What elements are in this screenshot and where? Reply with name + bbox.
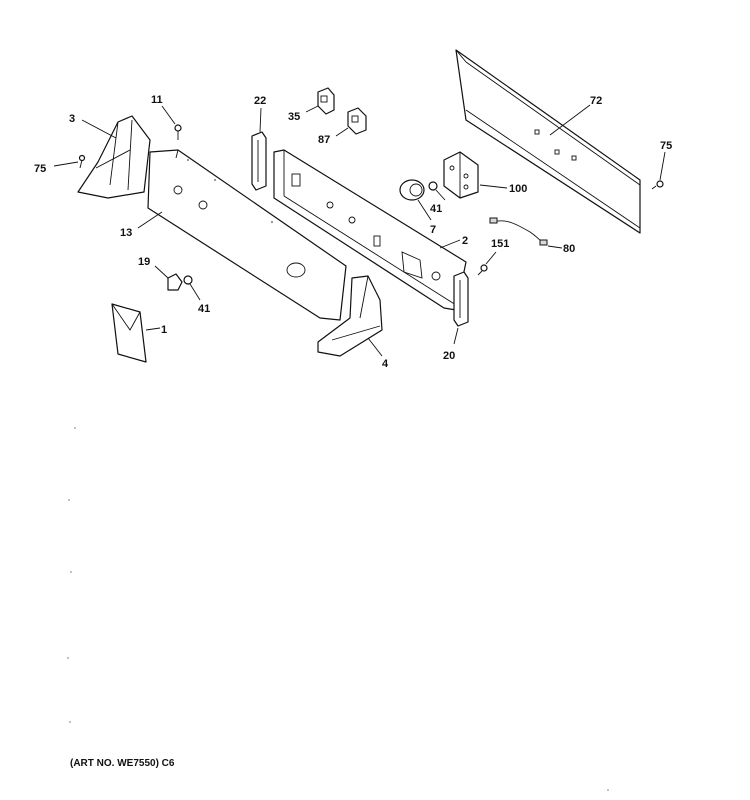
callout-151: 151 xyxy=(491,238,509,250)
callout-41-upper: 41 xyxy=(430,203,442,215)
art-number-footer: (ART NO. WE7550) C6 xyxy=(70,758,175,769)
part-13-front-panel xyxy=(147,149,347,321)
part-4-right-end-bracket xyxy=(317,275,383,357)
part-75-screw-left xyxy=(78,154,86,169)
part-22-end-cap xyxy=(251,131,267,191)
callout-19: 19 xyxy=(138,256,150,268)
callout-3: 3 xyxy=(69,113,75,125)
part-35-bracket xyxy=(317,87,335,115)
scan-specks xyxy=(67,427,609,791)
part-41-clip-upper xyxy=(428,181,438,191)
part-19-knob xyxy=(167,273,183,291)
part-72-rear-panel xyxy=(455,49,641,234)
callout-1: 1 xyxy=(161,324,167,336)
callout-100: 100 xyxy=(509,183,527,195)
part-1-literature-envelope xyxy=(111,303,147,363)
part-3-left-end-bracket xyxy=(77,115,151,199)
part-75-screw-right xyxy=(651,180,664,190)
callout-35: 35 xyxy=(288,111,300,123)
part-87-bracket xyxy=(347,107,367,135)
callout-87: 87 xyxy=(318,134,330,146)
callout-7: 7 xyxy=(430,224,436,236)
callout-11: 11 xyxy=(151,94,163,106)
callout-80: 80 xyxy=(563,243,575,255)
callout-4: 4 xyxy=(382,358,389,370)
callout-41-lower: 41 xyxy=(198,303,210,315)
callout-2: 2 xyxy=(462,235,468,247)
part-7-knob xyxy=(399,179,425,201)
part-11-screw xyxy=(174,124,182,140)
part-20-end-cap-right xyxy=(453,271,469,327)
callout-22: 22 xyxy=(254,95,266,107)
part-100-switch xyxy=(443,151,479,199)
part-151-screw xyxy=(477,264,488,276)
callout-13: 13 xyxy=(120,227,132,239)
callout-20: 20 xyxy=(443,350,455,362)
part-41-clip-lower xyxy=(183,275,193,285)
callout-72: 72 xyxy=(590,95,602,107)
callout-75-right: 75 xyxy=(660,140,672,152)
callout-75-left: 75 xyxy=(34,163,46,175)
part-80-wire-harness xyxy=(489,217,548,246)
